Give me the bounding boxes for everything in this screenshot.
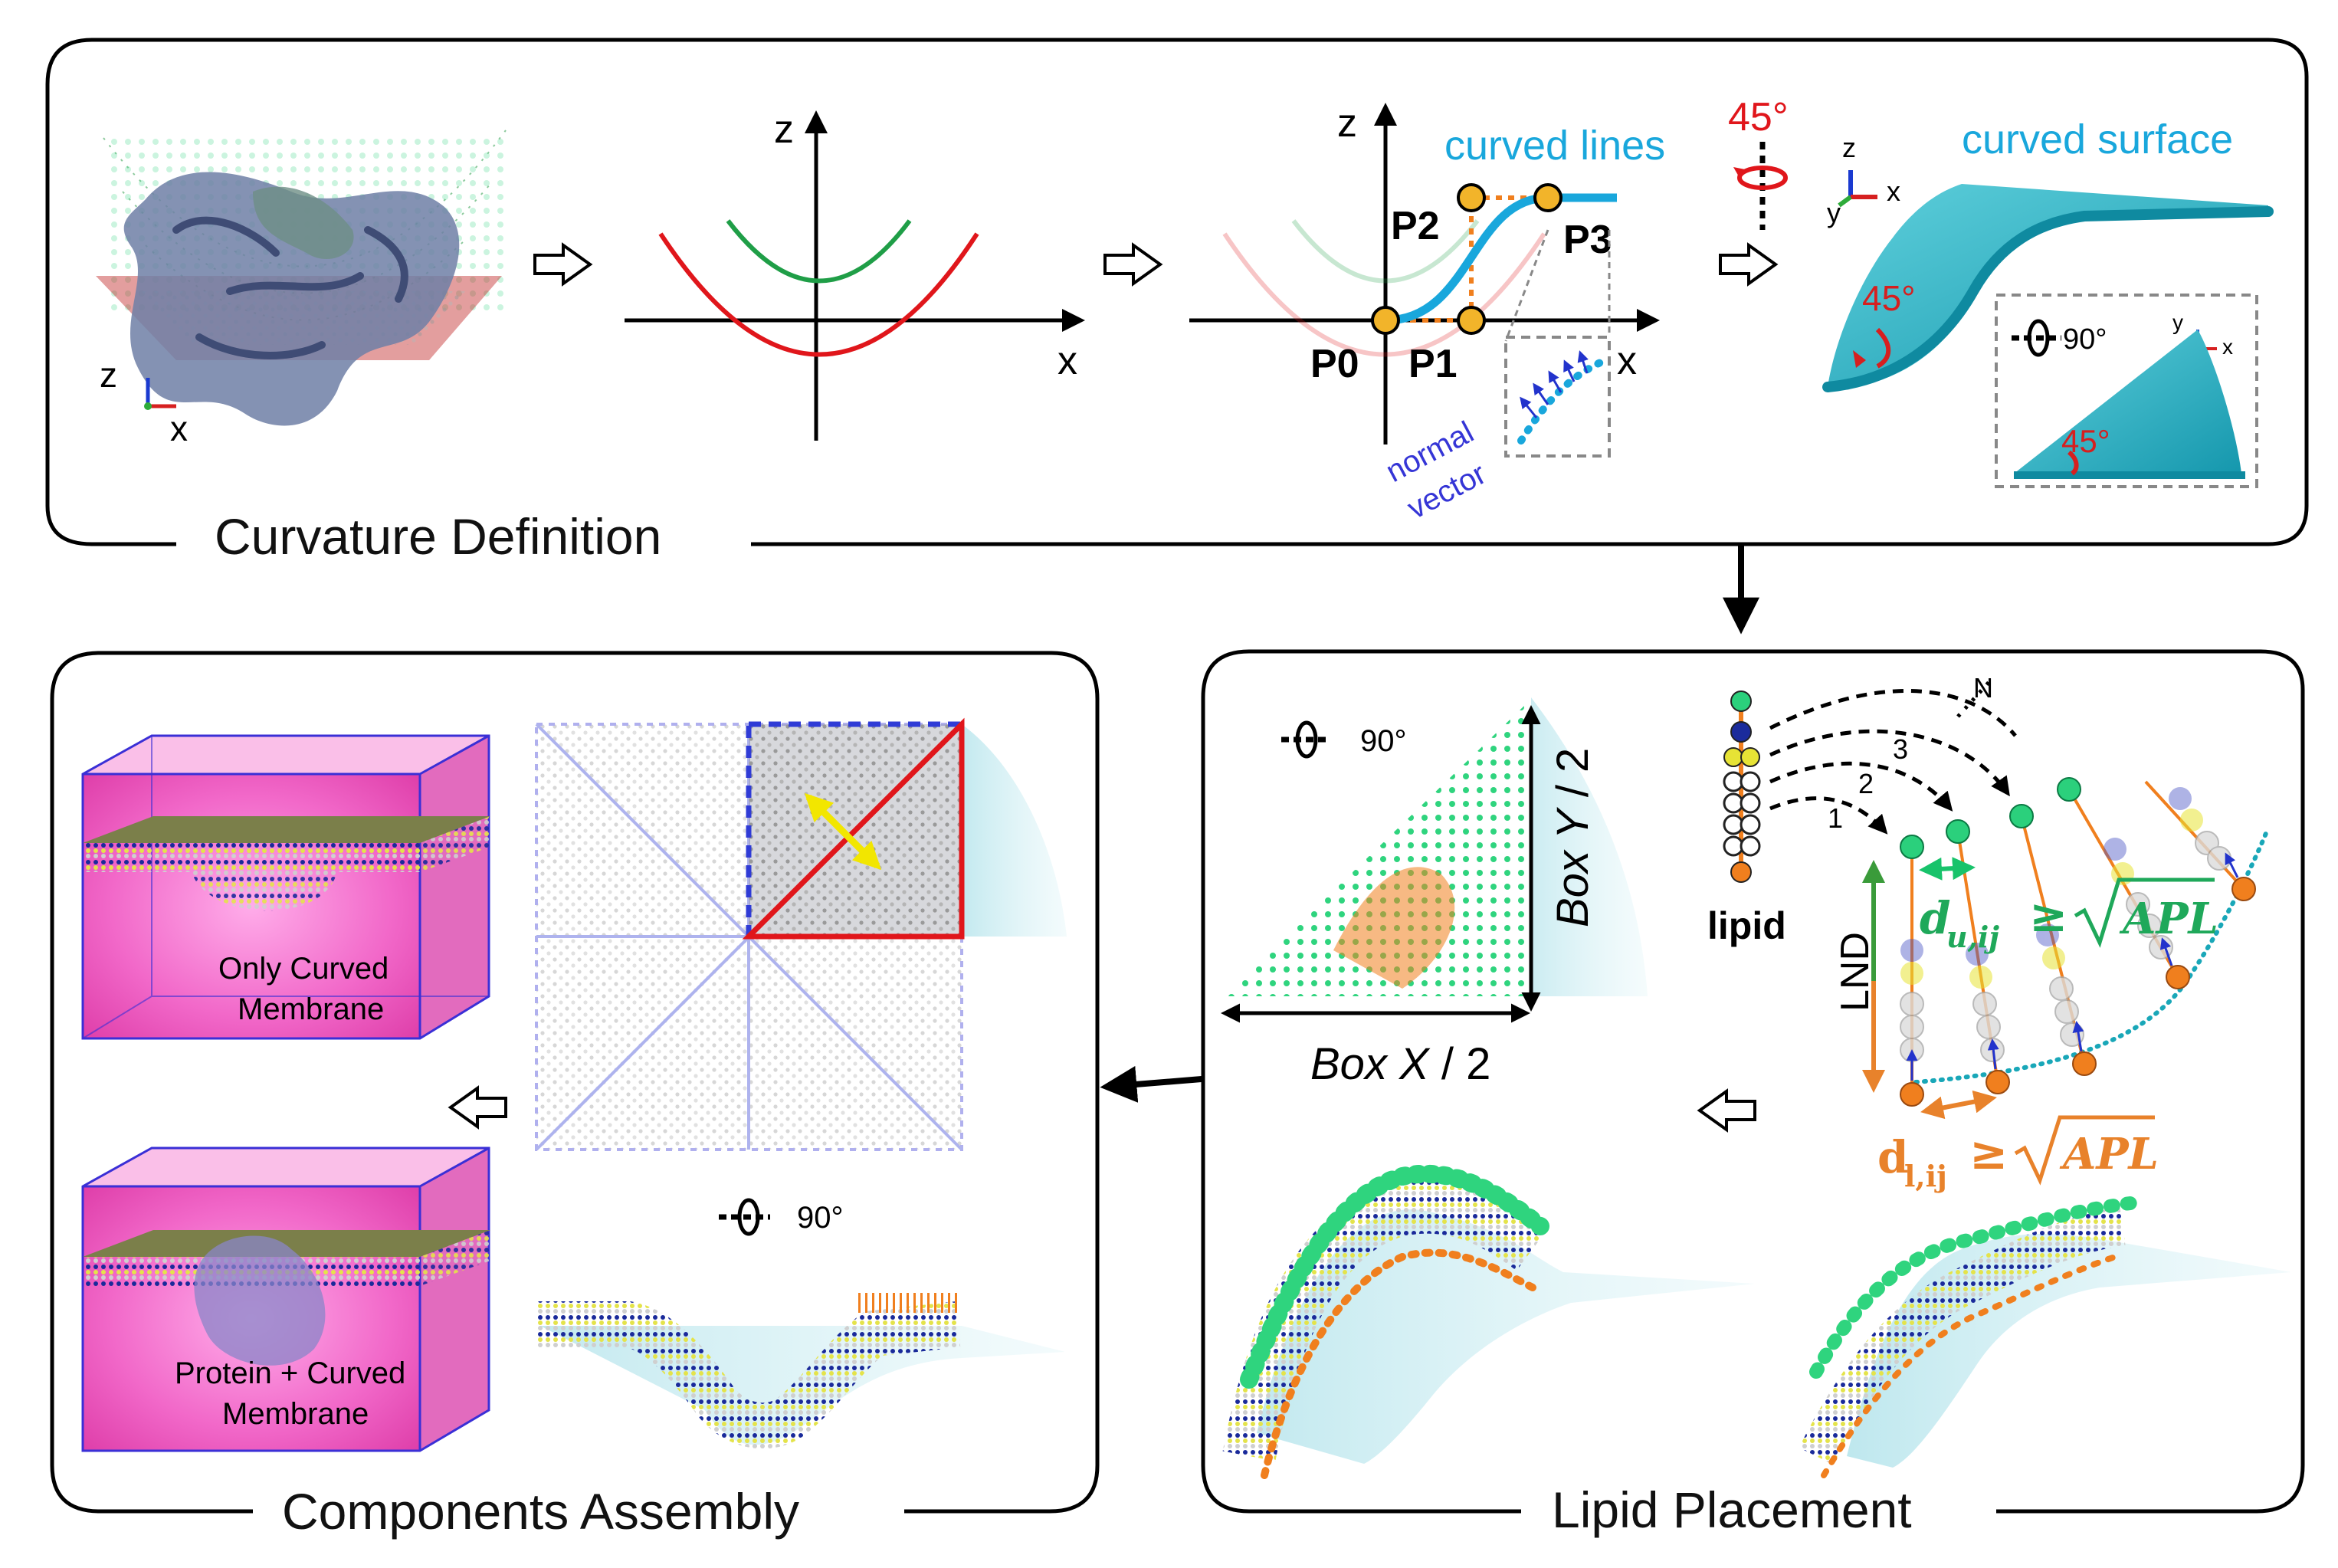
arrow-outline-icon [533, 242, 593, 287]
du-geq: ≥ [2029, 889, 2067, 943]
surface-axis-y: y [1827, 197, 1841, 228]
lipid-schematic: lipid 1 2 3 N [1707, 672, 2017, 947]
curvature-title: Curvature Definition [215, 508, 661, 565]
top-view-grid [535, 717, 1067, 1151]
box-protein-curved: Protein + Curved Membrane [81, 1146, 490, 1452]
du-apl: APL [2119, 894, 2218, 944]
inset-axis-x: x [2222, 335, 2233, 359]
rotation-45-label: 45° [1728, 95, 1789, 139]
du-formula: d u,ij ≥ APL [1920, 877, 2218, 954]
box-only-curved: Only Curved Membrane [81, 734, 490, 1040]
inset-angle: 45° [2061, 423, 2110, 459]
lipid-label: lipid [1707, 904, 1786, 947]
du-sub: u,ij [1946, 920, 1999, 954]
lipid-triangle: 90° Box Y / 2 Box X / 2 [1221, 697, 1648, 1089]
only-curved-1: Only Curved [218, 952, 389, 986]
mini-axes: z x [100, 355, 188, 448]
curvature-panel-frame [45, 38, 2309, 546]
point-p2 [1457, 183, 1486, 212]
inset-axis-y: y [2172, 310, 2183, 334]
point-p3 [1533, 183, 1562, 212]
lnd-label: LND [1833, 932, 1877, 1012]
step-3: 3 [1893, 733, 1908, 765]
arrow-outline-icon [1719, 242, 1779, 287]
rotation-icon [2027, 319, 2050, 357]
rotation-icon [737, 1198, 760, 1236]
side-view-membrane [536, 1293, 1065, 1449]
arrow-outline-icon [1103, 242, 1163, 287]
lipid-panel-frame [1201, 649, 2305, 1514]
assembly-title: Components Assembly [282, 1483, 799, 1540]
mini-axis-x: x [170, 408, 188, 448]
surface-axis-x: x [1887, 175, 1900, 207]
step-1: 1 [1828, 802, 1843, 834]
arrow-outline-icon [448, 1085, 507, 1130]
inset-rotation: 90° [2063, 323, 2107, 356]
bezier-axes: z x curved lines P0 P1 P2 P3 [1189, 101, 1665, 526]
membrane-section-right [1799, 1196, 2291, 1478]
point-p0 [1371, 306, 1400, 335]
left-arrow-icon [1100, 1065, 1202, 1103]
dl-geq: ≥ [1969, 1127, 2008, 1180]
mini-axis-z: z [100, 355, 117, 395]
zoom-box [1504, 336, 1611, 458]
inset-box [1995, 294, 2258, 488]
only-curved-2: Membrane [238, 992, 384, 1026]
box-y-text: Box Y [1548, 806, 1598, 927]
arrow-outline-icon [1697, 1088, 1756, 1133]
curvature-panel: Curvature Definition z x [45, 38, 2309, 565]
axis-x: x [1058, 339, 1077, 383]
label-p0: P0 [1310, 342, 1359, 386]
assembly-panel: Components Assembly Only Curved Membrane [50, 651, 1100, 1540]
assembly-rotation: 90° [797, 1201, 844, 1235]
protein-curved-2: Membrane [222, 1397, 369, 1431]
lipid-rotation: 90° [1360, 724, 1407, 758]
label-p3: P3 [1563, 218, 1612, 262]
rotation-45: 45° [1728, 95, 1789, 230]
curved-surface: curved surface z y x 45° 90° y x 45° [1822, 116, 2274, 488]
protein-curved-1: Protein + Curved [175, 1356, 405, 1390]
box-x-text: Box X [1310, 1039, 1431, 1089]
box-y-label: Box Y / 2 [1548, 748, 1598, 927]
axis-z: z [774, 107, 794, 152]
step-n: N [1973, 672, 1993, 704]
point-p1 [1457, 306, 1486, 335]
box-y-suffix: / 2 [1548, 748, 1598, 810]
lipid-title: Lipid Placement [1552, 1481, 1912, 1538]
green-arc [726, 219, 912, 284]
surface-axis-z: z [1842, 132, 1856, 163]
rotation-icon [1295, 720, 1318, 759]
protein-dome-structure [96, 130, 507, 426]
lipid-panel: Lipid Placement 90° Box Y / 2 Box X / 2 [1201, 649, 2305, 1538]
bezier-curve [1385, 193, 1617, 325]
box-x-suffix: / 2 [1429, 1039, 1491, 1089]
dl-formula: d l,ij ≥ APL [1877, 1115, 2159, 1193]
box-x-label: Box X / 2 [1310, 1039, 1490, 1089]
dl-sub: l,ij [1904, 1159, 1947, 1193]
step-2: 2 [1858, 768, 1874, 799]
curved-surface-label: curved surface [1962, 116, 2233, 162]
placed-lipids: LND d u,ij ≥ APL d l,ij ≥ APL [1833, 777, 2271, 1193]
assembly-panel-frame [50, 651, 1100, 1514]
bezier-axis-z: z [1337, 101, 1357, 146]
membrane-section-left [1222, 1164, 1755, 1479]
red-arc [658, 232, 979, 357]
label-p1: P1 [1408, 342, 1458, 386]
dl-main: d [1877, 1131, 1909, 1183]
label-p2: P2 [1391, 204, 1440, 248]
curved-lines-label: curved lines [1444, 123, 1665, 169]
bezier-axis-x: x [1617, 339, 1637, 383]
dl-apl: APL [2059, 1129, 2159, 1179]
du-main: d [1920, 892, 1951, 944]
surface-angle: 45° [1862, 278, 1916, 318]
arc-axes: z x [625, 107, 1085, 441]
